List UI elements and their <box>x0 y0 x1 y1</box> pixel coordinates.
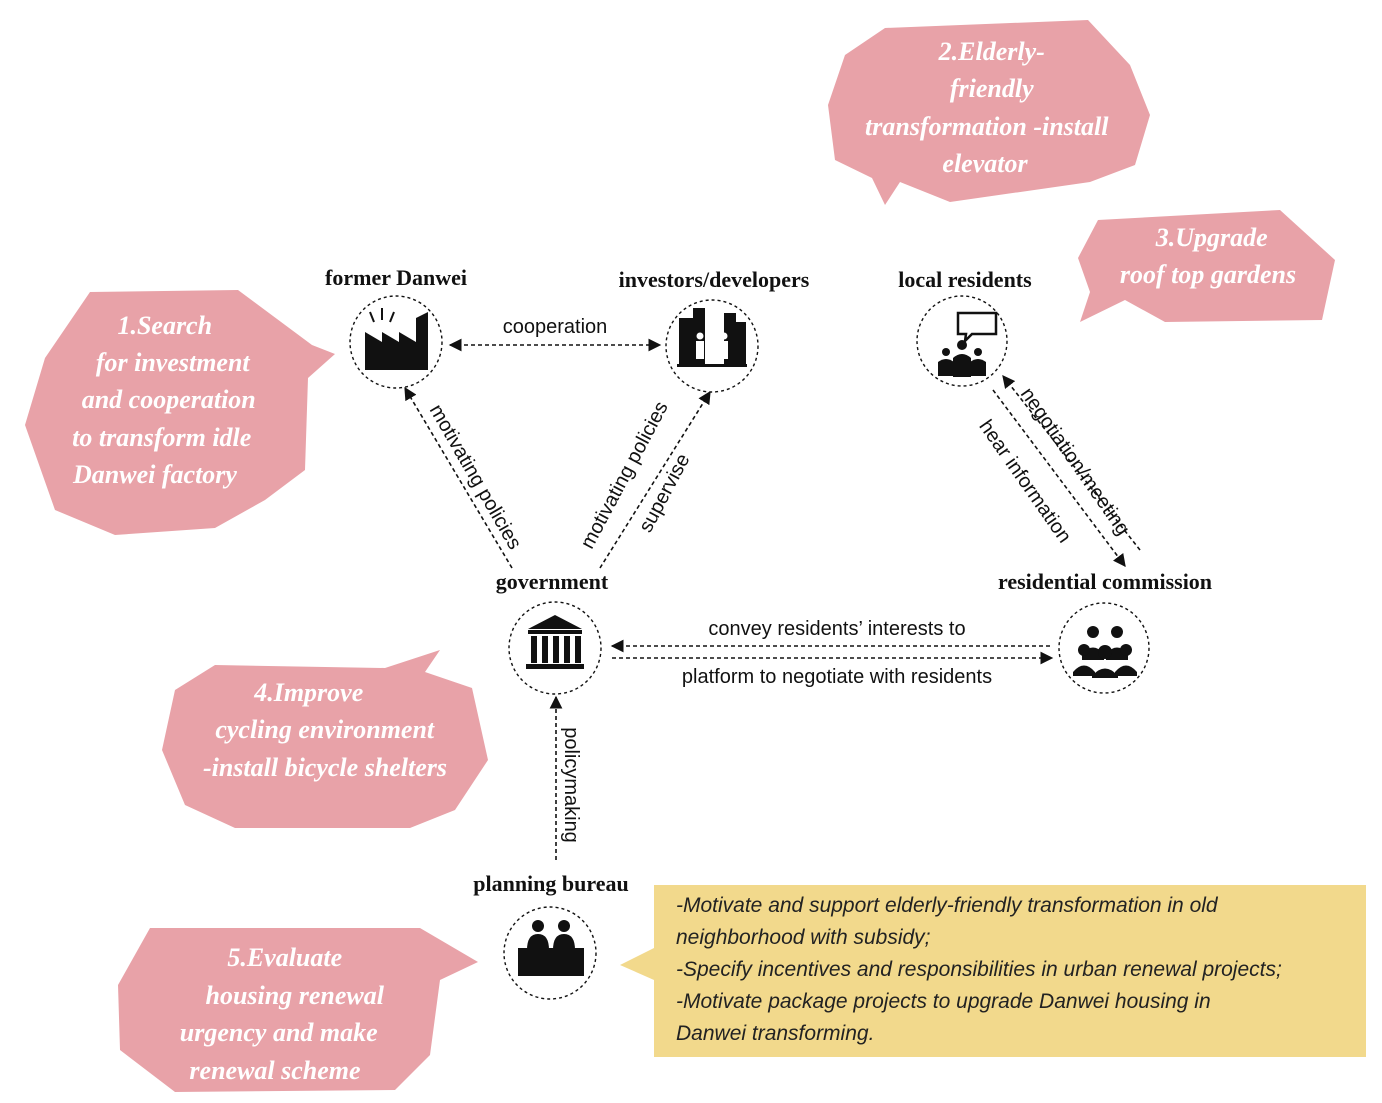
policy-note-line: neighborhood with subsidy; <box>676 926 931 949</box>
label-motivating-policies-left: motivating policies <box>425 401 526 554</box>
policy-note-line: Danwei transforming. <box>676 1022 874 1045</box>
arrow-negotiation-meeting <box>1002 374 1141 551</box>
label-cooperation: cooperation <box>503 316 608 338</box>
bubble-2-line: elevator <box>942 149 1028 178</box>
actor-investors: investors/developers <box>619 267 810 292</box>
actor-residential-commission: residential commission <box>998 569 1212 594</box>
bubble-2-line: friendly <box>950 74 1034 103</box>
bubble-4-line: cycling environment <box>215 715 435 744</box>
residents-speech-icon <box>938 311 998 377</box>
investors-buildings-icon <box>677 308 747 367</box>
community-group-icon <box>1073 626 1137 678</box>
label-convey-interests: convey residents’ interests to <box>708 618 965 640</box>
label-policymaking: policymaking <box>560 727 582 843</box>
bubble-5: 5.Evaluate housing renewal urgency and m… <box>118 928 478 1092</box>
actor-planning-bureau: planning bureau <box>473 871 629 896</box>
bubble-5-line: renewal scheme <box>189 1056 360 1085</box>
bubble-2-line: transformation -install <box>865 112 1109 141</box>
policy-note: -Motivate and support elderly-friendly t… <box>620 885 1366 1057</box>
svg-text:5.Evaluate housing renew: 5.Evaluate housing renewal urgency and m… <box>180 943 391 1085</box>
arrow-hear-information <box>992 389 1126 568</box>
policy-note-line: -Motivate and support elderly-friendly t… <box>676 894 1219 917</box>
bubble-1-line: and cooperation <box>82 385 256 414</box>
bubble-4-line: -install bicycle shelters <box>203 753 447 782</box>
bubble-3-line: 3.Upgrade <box>1155 223 1268 252</box>
bubble-5-line: 5.Evaluate <box>227 943 342 972</box>
actor-government: government <box>496 569 609 594</box>
policy-note-line: -Specify incentives and responsibilities… <box>676 958 1282 981</box>
label-supervise: supervise <box>635 450 695 536</box>
svg-text:-Motivate and support elderly-: -Motivate and support elderly-friendly t… <box>676 894 1288 1045</box>
bubble-1: 1.Search for investment and cooperation … <box>25 290 335 535</box>
government-building-icon <box>526 615 584 669</box>
svg-text:1.Search for investment: 1.Search for investment and cooperation … <box>72 311 262 489</box>
svg-text:2.Elderly- friendly: 2.Elderly- friendly transformation -inst… <box>865 37 1115 178</box>
arrow-gov-to-danwei <box>404 386 513 569</box>
bubble-2: 2.Elderly- friendly transformation -inst… <box>828 20 1150 205</box>
label-negotiation-meeting: negotiation/meeting <box>1016 384 1134 540</box>
bubble-1-line: to transform idle <box>72 423 251 452</box>
actor-local-residents: local residents <box>898 267 1032 292</box>
bubble-4: 4.Improve cycling environment -install b… <box>162 650 488 828</box>
factory-icon <box>365 308 428 370</box>
actor-former-danwei: former Danwei <box>325 265 467 290</box>
bubble-4-line: 4.Improve <box>253 678 363 707</box>
planners-desk-icon <box>518 920 584 976</box>
bubble-5-line: housing renewal <box>206 981 385 1010</box>
bubble-1-line: Danwei factory <box>72 460 237 489</box>
label-platform-negotiate: platform to negotiate with residents <box>682 666 992 688</box>
bubble-5-line: urgency and make <box>180 1018 378 1047</box>
bubble-1-line: for investment <box>96 348 251 377</box>
bubble-1-line: 1.Search <box>117 311 212 340</box>
svg-text:4.Improve cycling enviro: 4.Improve cycling environment -install b… <box>203 678 447 782</box>
bubble-2-line: 2.Elderly- <box>938 37 1045 66</box>
bubble-3-line: roof top gardens <box>1120 260 1296 289</box>
policy-note-line: -Motivate package projects to upgrade Da… <box>676 990 1211 1013</box>
svg-text:3.Upgrade roof top garde: 3.Upgrade roof top gardens <box>1120 223 1296 289</box>
bubble-3: 3.Upgrade roof top gardens <box>1078 210 1335 322</box>
